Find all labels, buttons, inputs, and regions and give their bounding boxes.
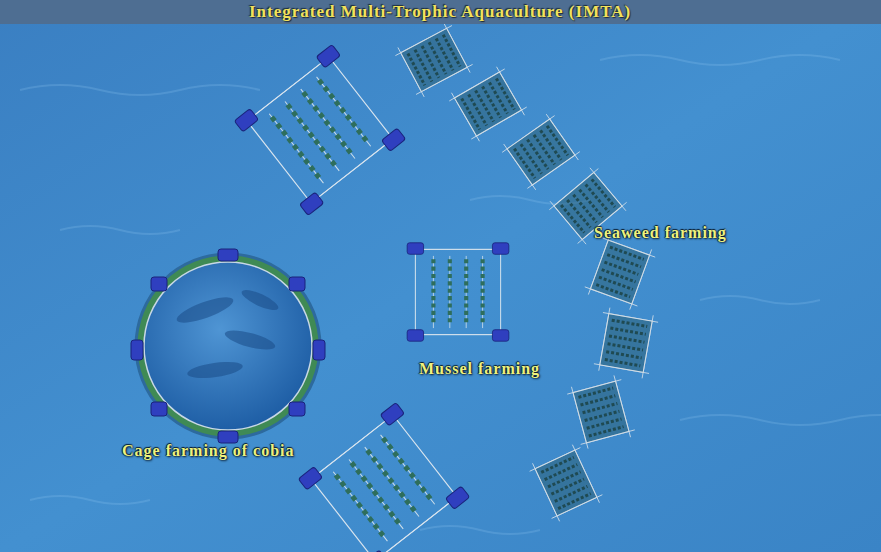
seaweed-rafts <box>393 20 660 524</box>
farm-label: Seaweed farming <box>594 224 727 242</box>
fish-cage <box>131 249 325 443</box>
farm-label: Mussel farming <box>419 360 540 378</box>
farm-label: Cage farming of cobia <box>122 442 295 460</box>
diagram-title: Integrated Multi-Trophic Aquaculture (IM… <box>249 2 631 22</box>
